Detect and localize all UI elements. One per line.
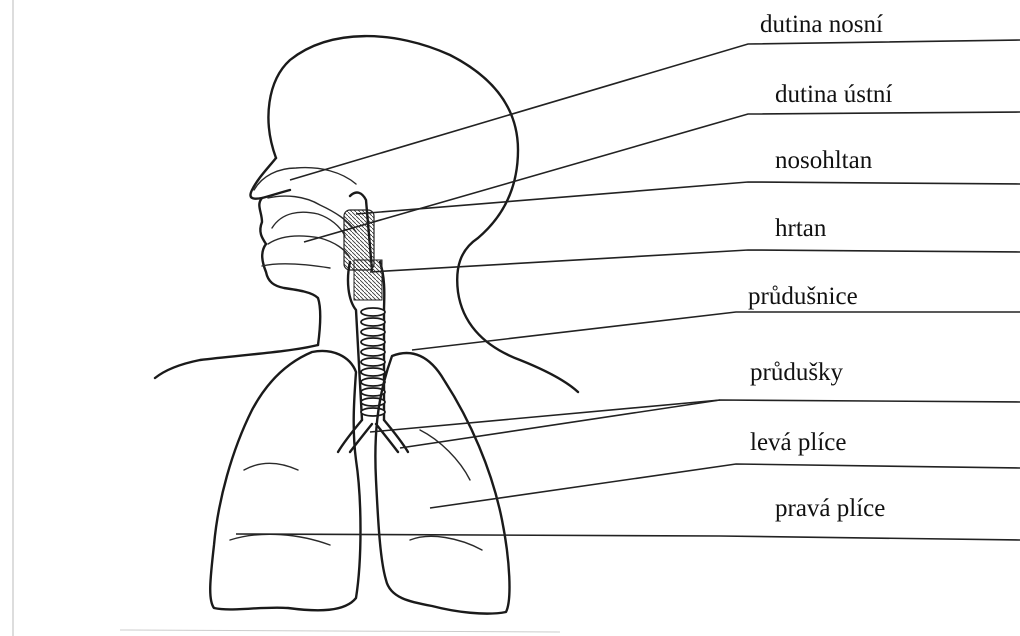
trachea-ring: [361, 378, 385, 386]
trachea-ring: [361, 368, 385, 376]
leader-dutina-nosni: [290, 40, 1020, 180]
label-prava-plice: pravá plíce: [775, 495, 885, 522]
label-hrtan: hrtan: [775, 215, 827, 242]
airway-head-region: [254, 168, 374, 270]
trachea-ring: [361, 358, 385, 366]
leader-prudusky-a: [370, 400, 1020, 432]
leader-prava-plice: [236, 534, 1020, 540]
trachea-ring: [361, 348, 385, 356]
trachea-ring: [361, 318, 385, 326]
leader-prudusnice: [412, 312, 1020, 350]
label-prudusky: průdušky: [750, 359, 844, 386]
leader-prudusky-b: [400, 400, 720, 448]
bronchi: [338, 420, 408, 452]
left-lung-shape: [375, 353, 509, 614]
right-lung-shape: [210, 351, 360, 610]
trachea-ring: [361, 408, 385, 416]
page-bottom-line: [120, 630, 560, 632]
leader-leva-plice: [430, 464, 1020, 508]
label-dutina-nosni: dutina nosní: [760, 11, 883, 38]
trachea-rings: [361, 308, 385, 416]
trachea-ring: [361, 328, 385, 336]
leader-dutina-ustni: [304, 112, 1020, 242]
trachea-ring: [361, 308, 385, 316]
label-prudusnice: průdušnice: [748, 283, 858, 310]
trachea-ring: [361, 338, 385, 346]
label-dutina-ustni: dutina ústní: [775, 81, 892, 108]
label-nosohltan: nosohltan: [775, 147, 873, 174]
label-leva-plice: levá plíce: [750, 429, 846, 456]
labels: dutina nosní dutina ústní nosohltan hrta…: [748, 11, 892, 522]
leader-hrtan: [370, 250, 1020, 272]
